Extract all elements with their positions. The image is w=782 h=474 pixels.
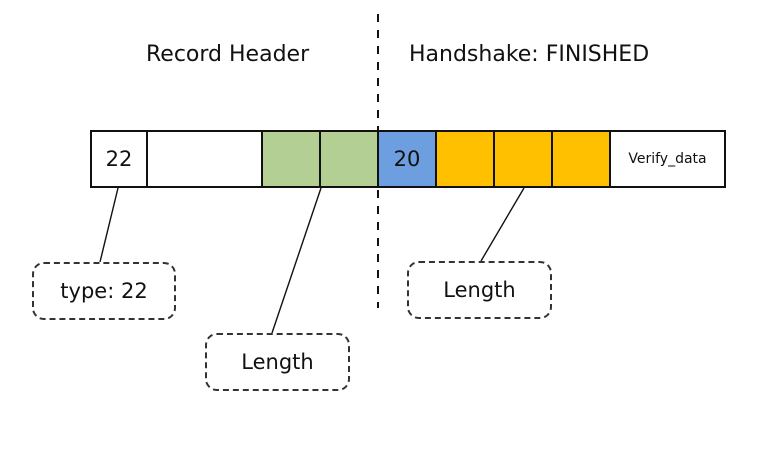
cell-handshake-length-3 xyxy=(553,130,611,188)
record-header-title: Record Header xyxy=(146,42,310,67)
cell-handshake-length-2 xyxy=(495,130,553,188)
cell-record-length-1 xyxy=(263,130,321,188)
cell-handshake-type: 20 xyxy=(379,130,437,188)
cell-record-length-2 xyxy=(321,130,379,188)
type-callout: type: 22 xyxy=(32,262,176,320)
cell-record-version xyxy=(148,130,263,188)
cell-verify-data: Verify_data xyxy=(611,130,726,188)
cell-handshake-length-1 xyxy=(437,130,495,188)
record-length-callout-connector xyxy=(271,187,322,334)
handshake-length-callout: Length xyxy=(407,261,552,319)
type-callout-connector xyxy=(99,187,119,263)
cell-record-type: 22 xyxy=(90,130,148,188)
handshake-length-callout-connector xyxy=(480,187,525,262)
handshake-finished-title: Handshake: FINISHED xyxy=(409,42,650,67)
record-length-callout: Length xyxy=(205,333,350,391)
